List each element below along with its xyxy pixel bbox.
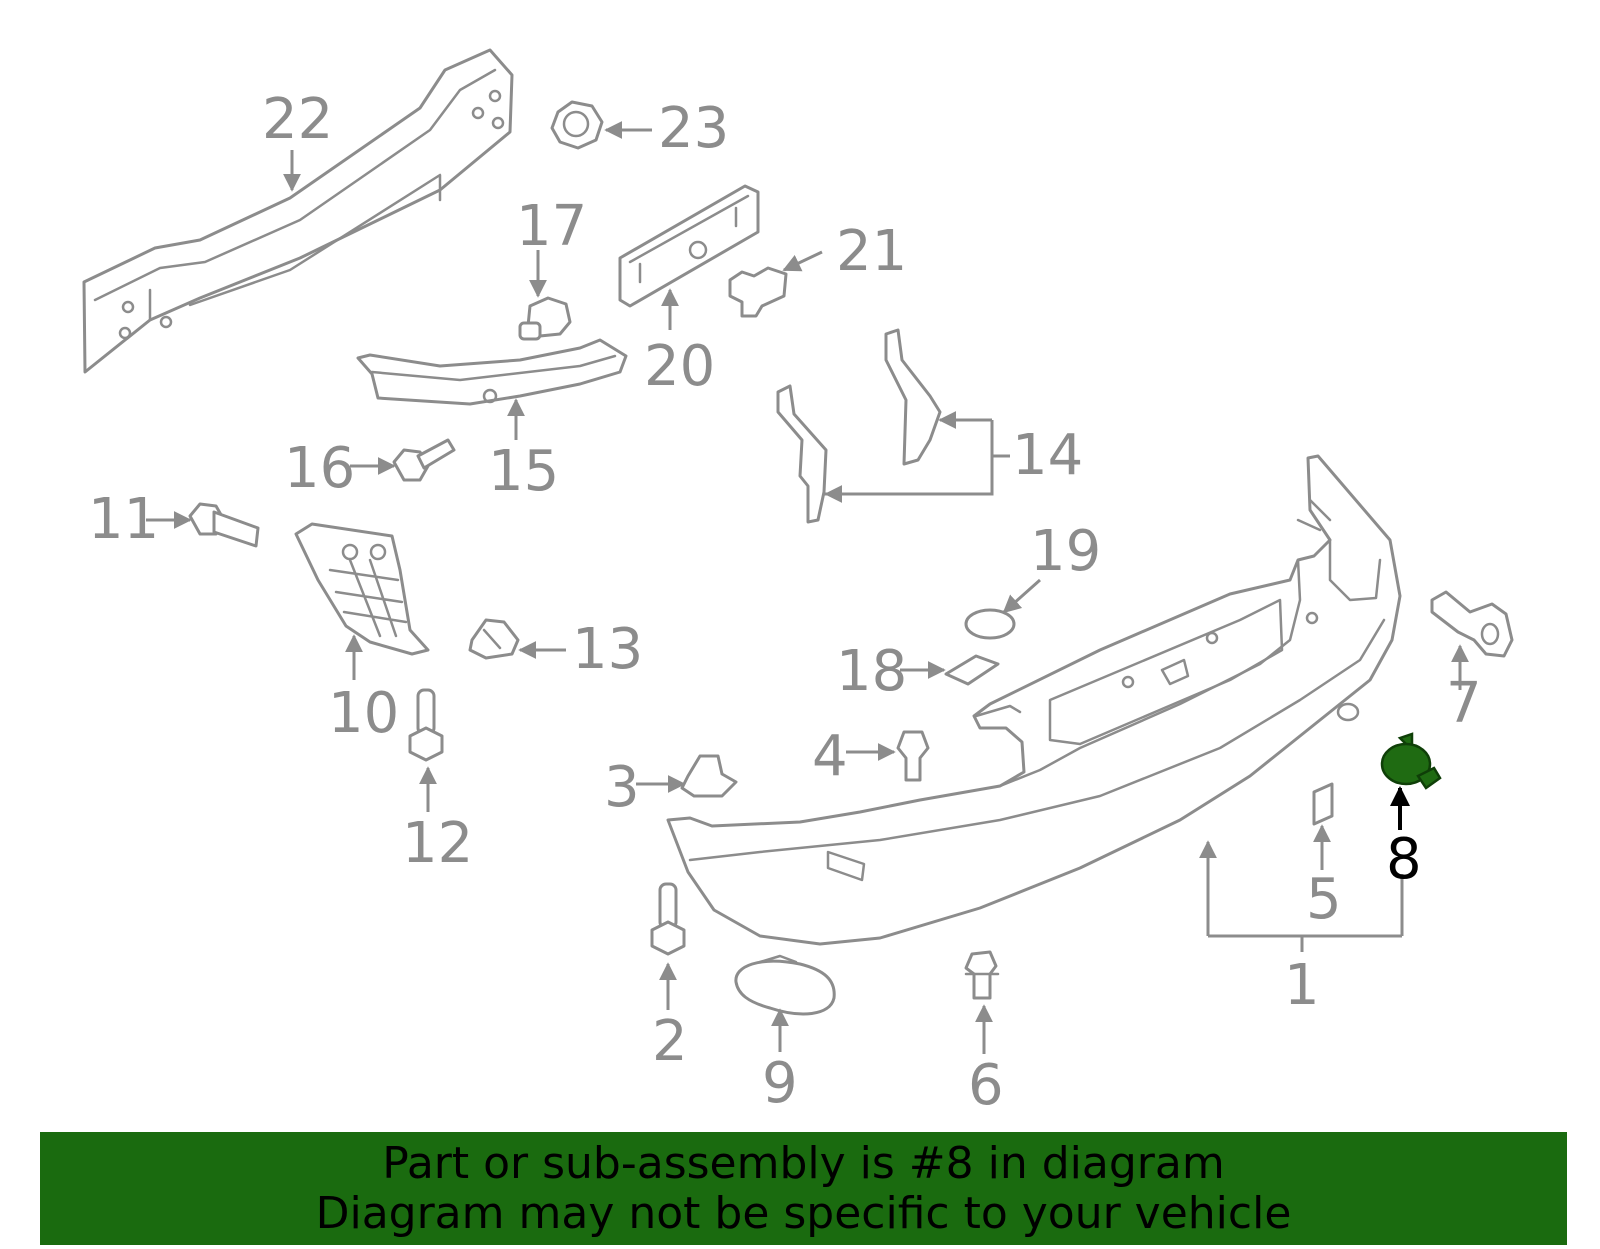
part-14-brackets <box>776 328 942 524</box>
part-22-reinforcement <box>82 48 514 374</box>
callout-10: 10 <box>328 681 399 746</box>
part-16-bolt <box>392 438 456 482</box>
part-5-pad <box>1312 782 1334 826</box>
callout-20: 20 <box>644 334 715 399</box>
callout-9: 9 <box>762 1051 798 1116</box>
callout-11: 11 <box>88 487 159 552</box>
callout-16: 16 <box>284 436 355 501</box>
callout-7: 7 <box>1446 671 1482 736</box>
part-10-grille <box>294 522 430 656</box>
callout-8: 8 <box>1386 827 1422 892</box>
callout-6: 6 <box>968 1053 1004 1118</box>
callout-23: 23 <box>658 96 729 161</box>
part-6-clip <box>964 950 1000 1000</box>
part-2-bolt <box>650 882 686 956</box>
parts-diagram: 22 23 17 20 21 15 16 <box>82 48 1514 1118</box>
callout-1: 1 <box>1284 953 1320 1018</box>
part-1-bumper-cover <box>666 454 1402 946</box>
part-13-clip <box>468 618 520 660</box>
callout-15: 15 <box>488 439 559 504</box>
part-11-bolt <box>188 502 260 548</box>
part-20-plate <box>618 184 760 308</box>
part-18-pad <box>944 654 1000 686</box>
callout-17: 17 <box>516 194 587 259</box>
callout-5: 5 <box>1306 867 1342 932</box>
banner-part-note: Part or sub-assembly is #8 in diagram <box>382 1137 1225 1189</box>
callout-3: 3 <box>604 755 640 820</box>
callout-19: 19 <box>1030 519 1101 584</box>
part-17-clip <box>518 296 572 341</box>
part-19-grommet <box>964 608 1016 640</box>
part-23-nut <box>550 100 604 150</box>
callout-4: 4 <box>812 724 848 789</box>
part-4-clip <box>896 730 930 782</box>
callout-12: 12 <box>402 811 473 876</box>
callout-18: 18 <box>836 639 907 704</box>
part-12-bolt <box>408 688 444 762</box>
info-banner: Part or sub-assembly is #8 in diagram Di… <box>40 1132 1567 1245</box>
banner-disclaimer: Diagram may not be specific to your vehi… <box>315 1187 1292 1239</box>
callout-14: 14 <box>1012 423 1083 488</box>
callout-22: 22 <box>262 87 333 152</box>
part-9-lamp <box>734 954 836 1016</box>
part-15-absorber <box>356 338 628 406</box>
part-8-highlighted <box>1380 732 1442 790</box>
callout-21: 21 <box>836 219 907 284</box>
part-3-retainer <box>680 754 738 798</box>
part-7-bracket <box>1430 590 1514 658</box>
part-21-bracket <box>728 266 788 318</box>
callout-2: 2 <box>652 1009 688 1074</box>
callout-13: 13 <box>572 617 643 682</box>
